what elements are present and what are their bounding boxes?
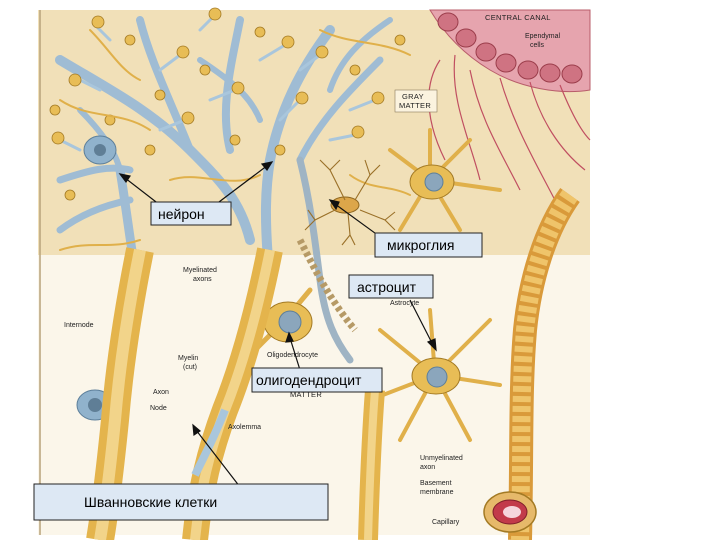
label-astrocyte: астроцит (357, 279, 417, 295)
label-microglia: микроглия (387, 237, 455, 253)
label-schwann: Шванновские клетки (84, 494, 217, 510)
label-ependymal-2: cells (530, 42, 545, 49)
label-unmyelinated-1: Unmyelinated (420, 455, 463, 462)
label-axon: Axon (153, 389, 169, 396)
label-basement-2: membrane (420, 489, 454, 496)
label-myelin-2: (cut) (183, 364, 197, 371)
label-box-neuron: нейрон (151, 202, 231, 225)
label-ependymal-1: Ependymal (525, 33, 560, 40)
label-neuron: нейрон (158, 206, 205, 222)
capillary-vessel (484, 492, 536, 532)
label-box-astrocyte: астроцит (349, 275, 433, 298)
label-oligodendrocyte-en: Oligodendrocyte (267, 352, 318, 359)
label-gray-matter: MATTER (399, 101, 431, 110)
label-myelinated-2: axons (193, 276, 212, 283)
label-axolemma: Axolemma (228, 424, 261, 431)
label-box-microglia: микроглия (375, 233, 482, 257)
label-myelinated-1: Myelinated (183, 267, 217, 274)
label-box-schwann: Шванновские клетки (34, 484, 328, 520)
label-box-oligodendrocyte: олигодендроцит (252, 368, 382, 392)
label-gray: GRAY (402, 92, 424, 101)
label-unmyelinated-2: axon (420, 464, 435, 471)
label-central-canal: CENTRAL CANAL (485, 13, 551, 22)
label-astrocyte-en: Astrocyte (390, 300, 419, 307)
label-basement-1: Basement (420, 480, 452, 487)
label-capillary: Capillary (432, 519, 460, 526)
label-myelin-1: Myelin (178, 355, 198, 362)
label-node: Node (150, 405, 167, 412)
label-oligodendrocyte: олигодендроцит (256, 372, 362, 388)
label-internode: Internode (64, 322, 94, 329)
